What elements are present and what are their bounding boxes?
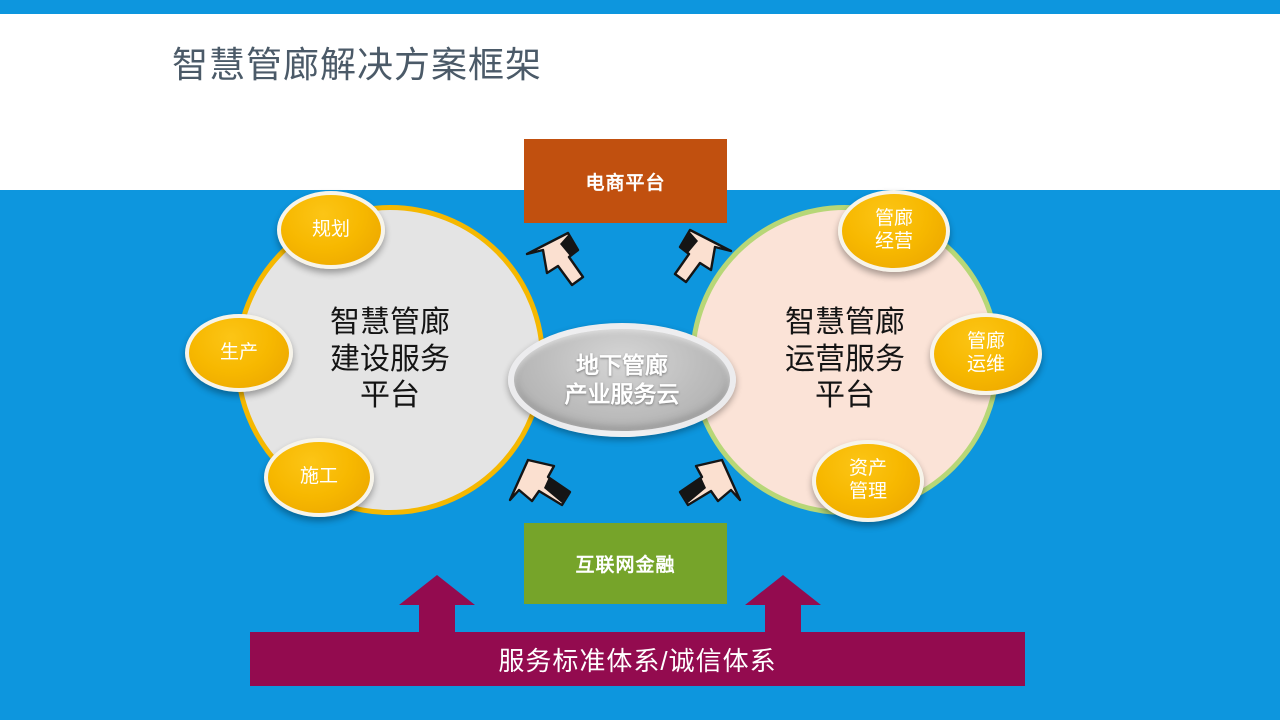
satellite-planning[interactable]: 规划 xyxy=(277,191,385,269)
center-cloud-hub[interactable]: 地下管廊 产业服务云 xyxy=(508,323,736,437)
up-arrow-right-icon xyxy=(745,575,821,633)
satellite-asset-management-label: 资产 管理 xyxy=(848,458,887,502)
right-platform-label: 智慧管廊 运营服务 平台 xyxy=(785,306,905,413)
satellite-corridor-operation[interactable]: 管廊 经营 xyxy=(838,190,950,272)
internet-finance-label: 互联网金融 xyxy=(575,555,676,576)
ecommerce-platform-label: 电商平台 xyxy=(585,172,666,194)
satellite-planning-label: 规划 xyxy=(311,218,350,240)
bent-arrow-up-left-icon xyxy=(525,231,585,287)
up-arrow-left-icon xyxy=(399,575,475,633)
satellite-production[interactable]: 生产 xyxy=(185,314,293,392)
bent-arrow-lower-left-icon xyxy=(508,458,572,507)
internet-finance-box[interactable]: 互联网金融 xyxy=(524,523,727,604)
page-title: 智慧管廊解决方案框架 xyxy=(172,44,543,85)
diagram-canvas xyxy=(0,190,1280,720)
bent-arrow-up-right-icon xyxy=(673,228,733,284)
satellite-corridor-operation-label: 管廊 经营 xyxy=(874,208,913,252)
ecommerce-platform-box[interactable]: 电商平台 xyxy=(524,139,727,223)
left-platform-label: 智慧管廊 建设服务 平台 xyxy=(330,306,450,413)
top-accent-bar xyxy=(0,0,1280,14)
foundation-bar[interactable]: 服务标准体系/诚信体系 xyxy=(250,632,1025,686)
foundation-bar-label: 服务标准体系/诚信体系 xyxy=(498,645,777,676)
satellite-corridor-maintenance[interactable]: 管廊 运维 xyxy=(930,313,1042,395)
satellite-construction-label: 施工 xyxy=(299,466,338,488)
satellite-production-label: 生产 xyxy=(219,341,258,363)
satellite-corridor-maintenance-label: 管廊 运维 xyxy=(966,331,1005,375)
satellite-construction[interactable]: 施工 xyxy=(264,438,374,517)
bent-arrow-lower-right-icon xyxy=(678,458,742,507)
satellite-asset-management[interactable]: 资产 管理 xyxy=(812,440,924,522)
center-cloud-hub-label: 地下管廊 产业服务云 xyxy=(564,352,680,407)
